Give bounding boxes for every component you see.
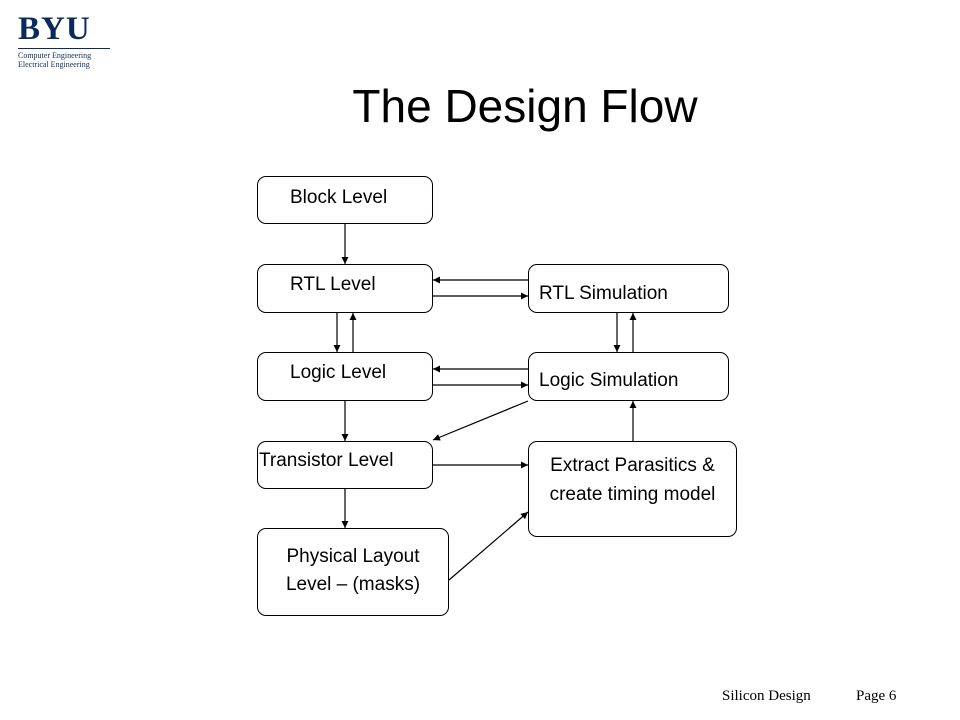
logic-simulation-box: Logic Simulation (528, 352, 729, 401)
rtl-simulation-box: RTL Simulation (528, 264, 729, 313)
extract-parasitics-box: Extract Parasitics & create timing model (528, 441, 737, 537)
footer-page-number: Page 6 (856, 688, 897, 704)
transistor-level-label: Transistor Level (259, 450, 394, 471)
extract-parasitics-label: Extract Parasitics & create timing model (549, 455, 716, 505)
logo-divider (18, 48, 110, 49)
physical-layout-box: Physical Layout Level – (masks) (257, 528, 449, 616)
logic-simulation-label: Logic Simulation (539, 370, 679, 391)
arrow-physical-to-extract (448, 511, 529, 581)
rtl-level-label: RTL Level (290, 274, 376, 295)
logo-subtitle-1: Computer Engineering (18, 51, 92, 60)
block-level-label: Block Level (290, 187, 388, 208)
transistor-level-box: Transistor Level (257, 441, 433, 489)
footer-course: Silicon Design (722, 688, 811, 704)
block-level-box: Block Level (257, 176, 433, 224)
byu-logo: BYU Computer Engineering Electrical Engi… (18, 12, 118, 74)
rtl-simulation-label: RTL Simulation (539, 283, 668, 304)
slide-title: The Design Flow (352, 80, 698, 132)
rtl-level-box: RTL Level (257, 264, 433, 313)
logic-level-label: Logic Level (290, 362, 387, 383)
logic-level-box: Logic Level (257, 352, 433, 401)
arrow-logicsim-to-transistor (432, 400, 529, 441)
logo-subtitle-2: Electrical Engineering (18, 60, 90, 69)
logo-mark: BYU (18, 11, 91, 47)
physical-layout-label: Physical Layout Level – (masks) (285, 546, 421, 595)
